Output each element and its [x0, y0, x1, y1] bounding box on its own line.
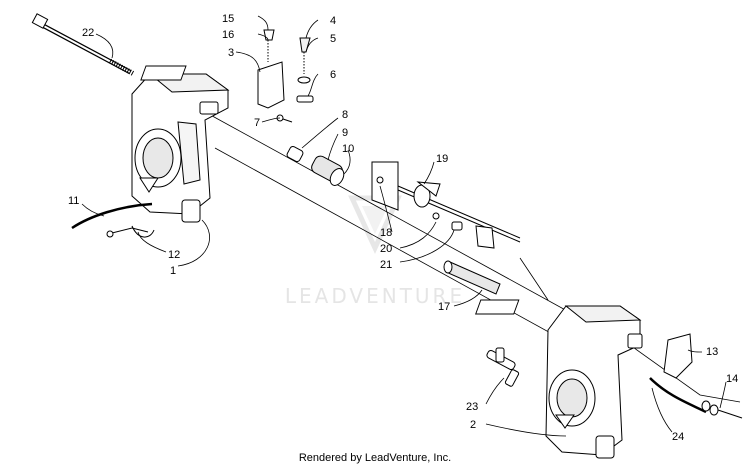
assembly-centerlines [204, 111, 741, 403]
balance-tube [443, 260, 501, 295]
callout-18: 18 [380, 227, 392, 239]
rendered-by-footer: Rendered by LeadVenture, Inc. [298, 452, 452, 464]
throttle-lever-assembly [371, 161, 521, 249]
callout-9: 9 [342, 127, 348, 139]
callout-17: 17 [438, 301, 450, 313]
callout-8: 8 [342, 109, 348, 121]
callout-12: 12 [168, 249, 180, 261]
callout-1: 1 [170, 265, 176, 277]
callout-5: 5 [330, 33, 336, 45]
callout-21: 21 [380, 259, 392, 271]
callout-23: 23 [466, 401, 478, 413]
coupler-parts [286, 145, 345, 186]
callout-14: 14 [726, 373, 738, 385]
callout-16: 16 [222, 29, 234, 41]
right-cable-bracket [649, 333, 743, 419]
callout-15: 15 [222, 13, 234, 25]
callout-22: 22 [82, 27, 94, 39]
callout-24: 24 [672, 431, 684, 443]
left-cable-and-clip [71, 202, 155, 238]
callout-10: 10 [342, 143, 354, 155]
callout-4: 4 [330, 15, 336, 27]
leader-lines [81, 15, 727, 437]
callout-3: 3 [228, 47, 234, 59]
callout-11: 11 [68, 195, 79, 207]
long-bolt [31, 13, 136, 77]
fuel-fitting [486, 347, 520, 387]
callout-20: 20 [380, 243, 392, 255]
carburetor-right [475, 299, 643, 459]
callout-2: 2 [470, 419, 476, 431]
callout-6: 6 [330, 69, 336, 81]
leadventure-logo-watermark: LEADVENTURE [285, 195, 465, 308]
carburetor-left [131, 65, 230, 223]
callout-7: 7 [254, 117, 260, 129]
watermark-text: LEADVENTURE [285, 284, 465, 308]
callout-labels: 22 15 16 3 4 5 6 7 8 9 10 19 11 12 1 18 … [68, 13, 738, 443]
callout-13: 13 [706, 346, 718, 358]
bracket-and-fasteners [257, 29, 314, 123]
callout-19: 19 [436, 153, 448, 165]
